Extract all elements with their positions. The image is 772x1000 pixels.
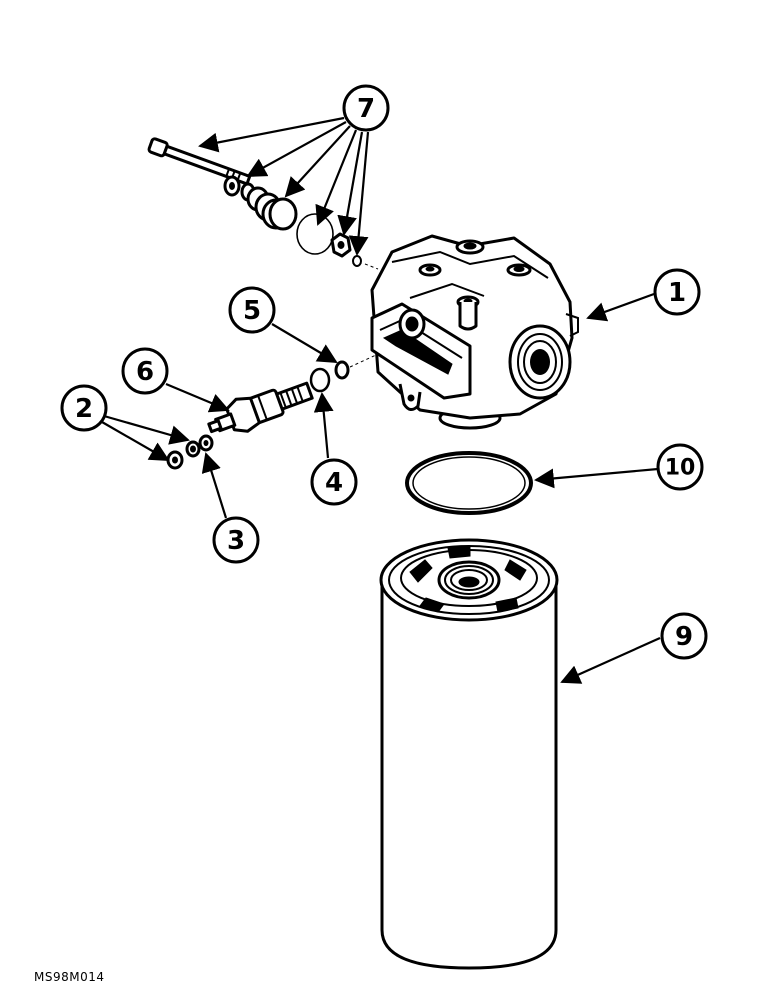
callout-6: 6	[121, 347, 169, 395]
svg-text:4: 4	[325, 468, 343, 498]
callout-7: 7	[342, 84, 390, 132]
filter-head-seal	[405, 451, 533, 515]
callout-5: 5	[228, 286, 276, 334]
callout-4: 4	[310, 458, 358, 506]
callout-9: 9	[660, 612, 708, 660]
callout-1: 1	[653, 268, 701, 316]
svg-text:6: 6	[136, 357, 154, 387]
valve-kit	[147, 137, 379, 270]
filter-head	[370, 234, 579, 430]
svg-text:3: 3	[227, 526, 245, 556]
filter-cartridge	[379, 538, 559, 970]
svg-text:10: 10	[665, 456, 696, 481]
callout-2: 2	[60, 384, 108, 432]
svg-text:2: 2	[75, 394, 93, 424]
figure-reference-code: MS98M014	[34, 970, 105, 984]
leader-lines	[101, 116, 661, 684]
svg-text:5: 5	[243, 296, 261, 326]
sender-assembly	[166, 354, 377, 470]
callout-10: 10	[656, 443, 704, 491]
callout-3: 3	[212, 516, 260, 564]
svg-text:9: 9	[675, 622, 693, 652]
svg-text:7: 7	[357, 94, 375, 124]
svg-text:1: 1	[668, 278, 686, 308]
